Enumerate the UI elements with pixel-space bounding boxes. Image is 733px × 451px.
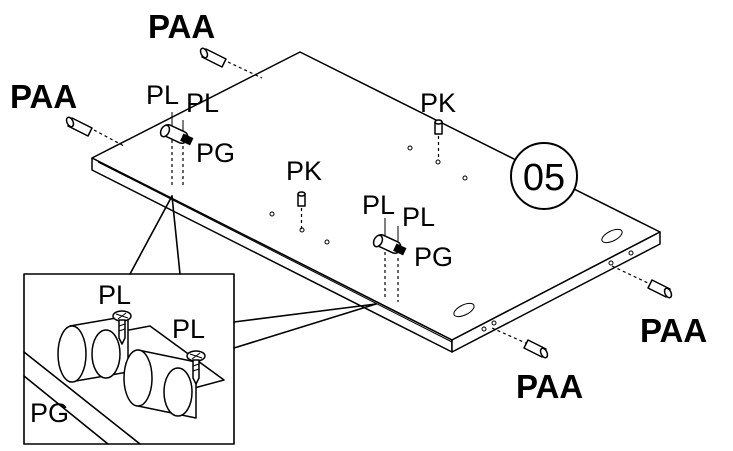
detail-cylinder-front-cap — [123, 349, 153, 407]
dowel-top — [199, 47, 263, 79]
panel-board — [91, 51, 661, 353]
edge-hole — [628, 250, 634, 256]
label-pg-left: PG — [196, 138, 235, 168]
label-paa-right: PAA — [640, 312, 707, 349]
label-pg-center: PG — [414, 242, 453, 272]
detail-cylinder-back-end — [91, 329, 121, 379]
detail-cylinder-front-end — [163, 367, 193, 417]
label-pg-detail: PG — [30, 398, 69, 428]
label-paa-left: PAA — [10, 78, 77, 115]
pin-pk-right — [434, 119, 443, 160]
label-pk-center: PK — [286, 156, 322, 186]
pin-pk-center — [297, 191, 306, 232]
dowel-right — [611, 265, 673, 299]
edge-hole — [491, 320, 497, 326]
detail-screw-2 — [186, 350, 206, 385]
label-pl-detail-1: PL — [98, 280, 131, 310]
detail-board-edge — [23, 351, 141, 445]
step-number: 05 — [523, 157, 565, 199]
edge-hole — [608, 260, 614, 266]
callout-line — [233, 303, 377, 349]
edge-hole — [481, 326, 487, 332]
detail-box — [23, 273, 235, 445]
callout-line — [233, 303, 377, 323]
panel-right-edge — [451, 231, 661, 353]
detail-callout — [23, 195, 377, 445]
hinge-pg-center — [372, 218, 407, 302]
detail-board-edge — [23, 375, 109, 445]
label-pl-left-1: PL — [146, 80, 179, 110]
detail-cylinder-back-cap — [57, 325, 87, 383]
callout-line — [129, 195, 173, 275]
detail-screw-1 — [112, 310, 132, 345]
hole — [324, 239, 330, 245]
hole — [269, 211, 275, 217]
dowel-left — [65, 116, 125, 147]
dowel-bottom — [491, 327, 549, 359]
step-circle — [510, 142, 578, 210]
step-badge: 05 — [510, 142, 578, 210]
hole — [462, 175, 468, 181]
label-paa-top: PAA — [148, 8, 215, 45]
label-pl-detail-2: PL — [172, 314, 205, 344]
panel-edge-line — [97, 161, 453, 343]
cam-slot-right — [601, 228, 623, 244]
label-paa-bottom: PAA — [516, 368, 583, 405]
hole — [435, 159, 441, 165]
cam-slot-front — [453, 302, 475, 318]
label-pk-right: PK — [420, 88, 456, 118]
label-pl-center-1: PL — [362, 190, 395, 220]
label-pl-left-2: PL — [186, 88, 219, 118]
hole — [407, 145, 413, 151]
label-pl-center-2: PL — [402, 202, 435, 232]
callout-line — [171, 195, 181, 275]
hinge-pg-left — [159, 112, 194, 186]
